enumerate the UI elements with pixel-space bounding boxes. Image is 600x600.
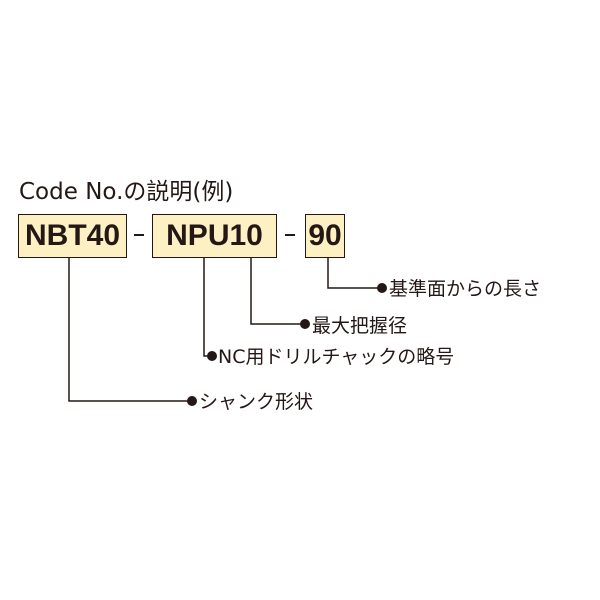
separator-dash-2: [285, 234, 295, 236]
bullet-dot-1: [377, 283, 387, 293]
leader-line-length: [327, 258, 379, 289]
leader-line-max-grip: [250, 258, 302, 325]
label-length-from-reference: 基準面からの長さ: [389, 278, 542, 300]
bullet-dot-4: [187, 396, 197, 406]
leader-line-chuck-code: [203, 258, 209, 357]
code-part-chuck: NPU10: [152, 214, 277, 258]
bullet-dot-2: [300, 319, 310, 329]
label-max-grip-diameter: 最大把握径: [312, 315, 408, 337]
bullet-dot-3: [207, 351, 217, 361]
code-part-length: 90: [305, 214, 345, 258]
diagram-title: Code No.の説明(例): [19, 179, 234, 205]
label-chuck-code: NC用ドリルチャックの略号: [218, 346, 455, 368]
leader-line-shank: [68, 258, 189, 402]
code-part-shank: NBT40: [18, 214, 127, 258]
separator-dash-1: [134, 234, 144, 236]
label-shank-shape: シャンク形状: [199, 391, 314, 413]
